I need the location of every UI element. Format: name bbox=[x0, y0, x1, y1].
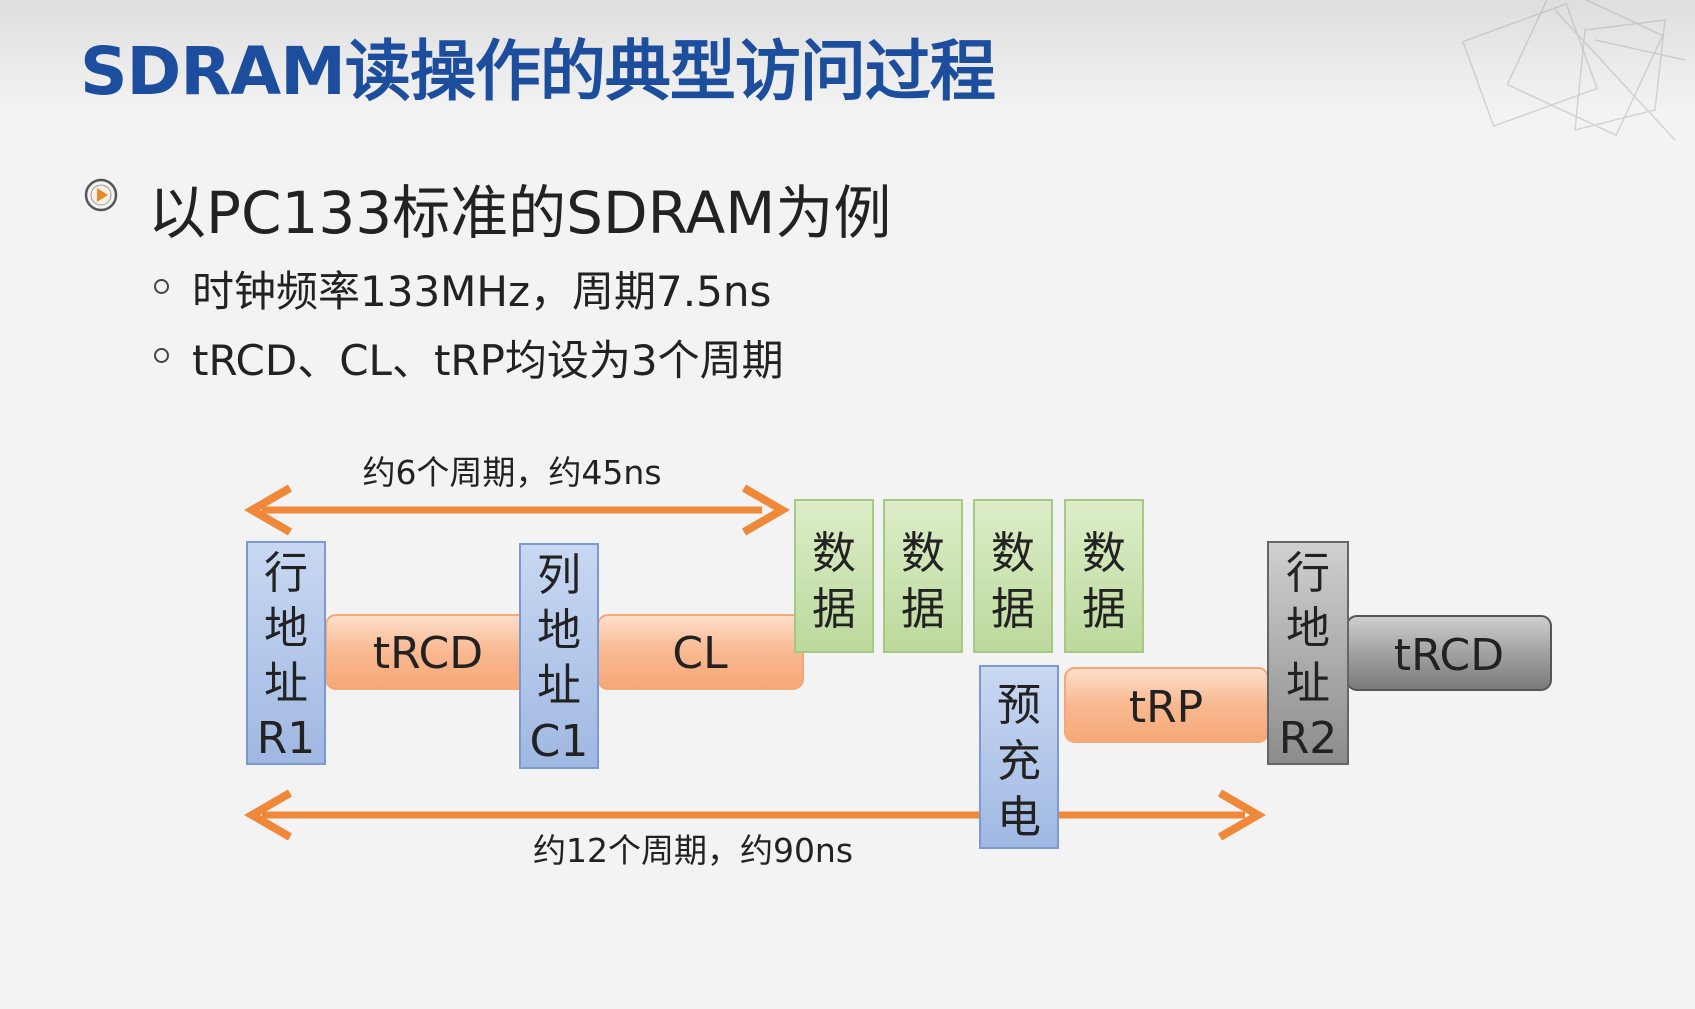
r2-char: 行 bbox=[1286, 548, 1330, 599]
row-address-r1-box bbox=[246, 541, 326, 765]
trcd2-label: tRCD bbox=[1394, 630, 1504, 681]
r2-char: 地 bbox=[1286, 603, 1330, 654]
data-box-char: 数 bbox=[812, 528, 856, 579]
decorative-corner-graphic bbox=[1461, 0, 1686, 141]
c1-char: C1 bbox=[530, 716, 589, 767]
bullet-sub-clock: 时钟频率133MHz，周期7.5ns bbox=[192, 267, 772, 316]
column-address-c1-box bbox=[519, 543, 599, 769]
precharge-char: 充 bbox=[997, 736, 1041, 787]
play-circle-icon bbox=[84, 178, 118, 212]
data-box-2 bbox=[883, 499, 963, 653]
r1-char: 行 bbox=[264, 548, 308, 599]
data-box-char: 数 bbox=[991, 528, 1035, 579]
r1-char: 址 bbox=[264, 658, 308, 709]
data-box-3 bbox=[973, 499, 1053, 653]
page-title: SDRAM读操作的典型访问过程 bbox=[80, 33, 996, 110]
bullet-sub-timing: tRCD、CL、tRP均设为3个周期 bbox=[192, 336, 784, 385]
cl-label: CL bbox=[672, 628, 728, 679]
data-box-1 bbox=[794, 499, 874, 653]
bullet-main: 以PC133标准的SDRAM为例 bbox=[148, 179, 892, 247]
data-box-char: 数 bbox=[1082, 528, 1126, 579]
bottom-double-arrow bbox=[244, 789, 1266, 841]
top-double-arrow bbox=[244, 484, 790, 536]
r2-char: R2 bbox=[1279, 713, 1338, 764]
data-box-char: 据 bbox=[1082, 584, 1126, 635]
r1-char: R1 bbox=[257, 713, 316, 764]
sub-bullet-dot bbox=[154, 348, 169, 363]
data-box-char: 据 bbox=[812, 584, 856, 635]
trcd-label: tRCD bbox=[373, 628, 483, 679]
bottom-arrow-label: 约12个周期，约90ns bbox=[533, 831, 853, 870]
r1-char: 地 bbox=[264, 603, 308, 654]
sub-bullet-dot bbox=[154, 279, 169, 294]
precharge-box bbox=[979, 665, 1059, 849]
trp-label: tRP bbox=[1129, 682, 1203, 733]
title-band bbox=[0, 0, 1695, 112]
data-box-char: 数 bbox=[901, 528, 945, 579]
data-box-4 bbox=[1064, 499, 1144, 653]
c1-char: 址 bbox=[537, 660, 581, 711]
r2-char: 址 bbox=[1286, 658, 1330, 709]
row-address-r2-box bbox=[1267, 541, 1349, 765]
precharge-char: 电 bbox=[997, 792, 1041, 843]
data-box-char: 据 bbox=[901, 584, 945, 635]
top-arrow-label: 约6个周期，约45ns bbox=[362, 453, 661, 492]
data-box-char: 据 bbox=[991, 584, 1035, 635]
precharge-char: 预 bbox=[997, 680, 1041, 731]
c1-char: 地 bbox=[537, 605, 581, 656]
c1-char: 列 bbox=[537, 550, 581, 601]
